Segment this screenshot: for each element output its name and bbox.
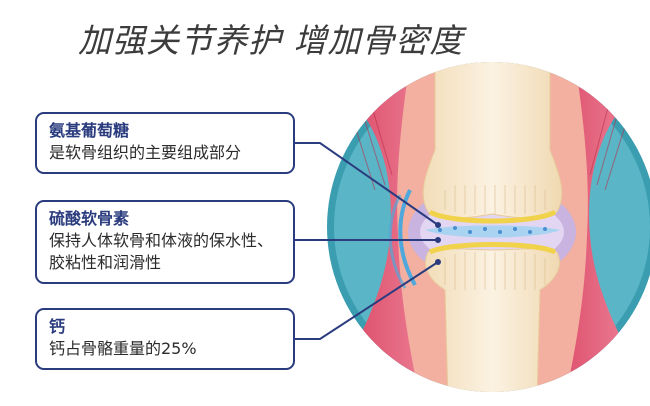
label-name: 硫酸软骨素 (49, 209, 130, 228)
label-name: 氨基葡萄糖 (49, 121, 130, 140)
synovial-fluid (425, 225, 560, 238)
label-description: 保持人体软骨和体液的保水性、胶粘性和润滑性 (49, 231, 274, 272)
connector-1 (295, 142, 439, 226)
label-box-calcium: 钙 钙占骨骼重量的25% (35, 308, 295, 370)
page-title: 加强关节养护 增加骨密度 (78, 21, 464, 60)
femur-bone (422, 62, 563, 219)
tibia-bone (424, 248, 561, 392)
label-box-glucosamine: 氨基葡萄糖 是软骨组织的主要组成部分 (35, 112, 295, 174)
label-box-chondroitin: 硫酸软骨素 保持人体软骨和体液的保水性、胶粘性和润滑性 (35, 200, 295, 284)
label-name: 钙 (49, 317, 66, 336)
connector-3 (295, 261, 439, 340)
label-description: 钙占骨骼重量的25% (49, 339, 197, 358)
label-description: 是软骨组织的主要组成部分 (49, 143, 242, 162)
